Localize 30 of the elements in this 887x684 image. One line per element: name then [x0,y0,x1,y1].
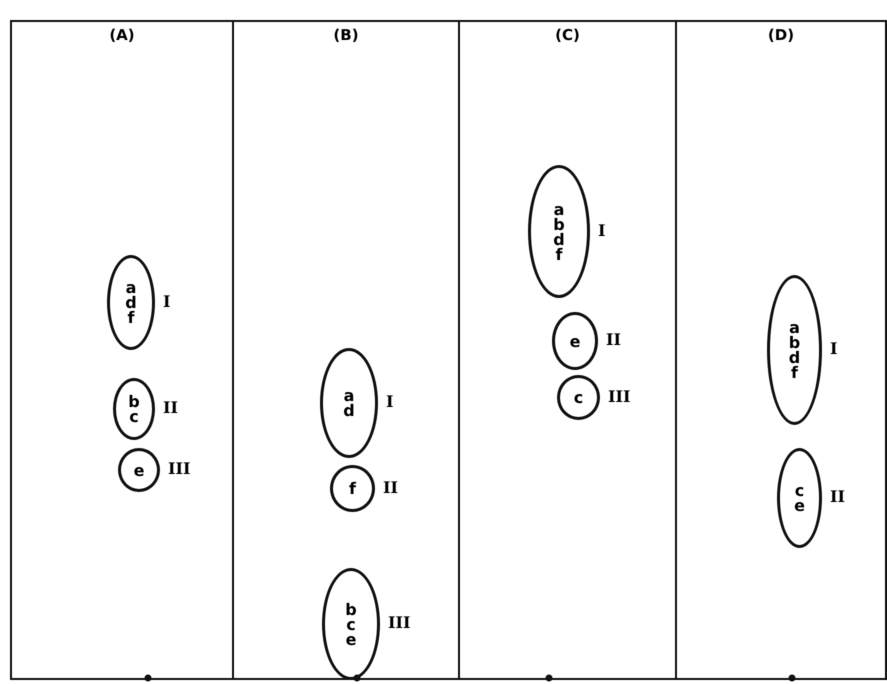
spot-number: I [830,339,838,358]
spot-number: II [163,398,178,417]
spot: a d f [107,255,155,350]
lane-heading: (B) [332,26,360,44]
spot: a b d f [767,275,822,425]
lane-heading: (A) [108,26,136,44]
lane-heading: (C) [554,26,581,44]
plate-lane [675,20,887,680]
spot: b c e [322,568,380,680]
spot-number: III [608,386,630,406]
plate-lane [10,20,234,680]
plate-lane [458,20,677,680]
spot: c e [777,448,822,548]
spot: e [552,312,598,370]
spot: f [330,465,375,512]
spot: b c [113,378,155,440]
spot-number: II [606,330,621,349]
spot: a b d f [528,165,590,298]
spot-number: II [383,478,398,496]
spot-number: III [168,459,190,478]
spot: e [118,448,160,492]
plate-lane [232,20,460,680]
spot: c [557,375,600,420]
spot-number: II [830,487,845,506]
spot-number: I [598,220,606,240]
spot-number: III [388,613,410,632]
spot: a d [320,348,378,458]
spot-number: I [163,292,170,310]
spot-number: I [386,392,394,411]
lane-heading: (D) [766,26,796,44]
